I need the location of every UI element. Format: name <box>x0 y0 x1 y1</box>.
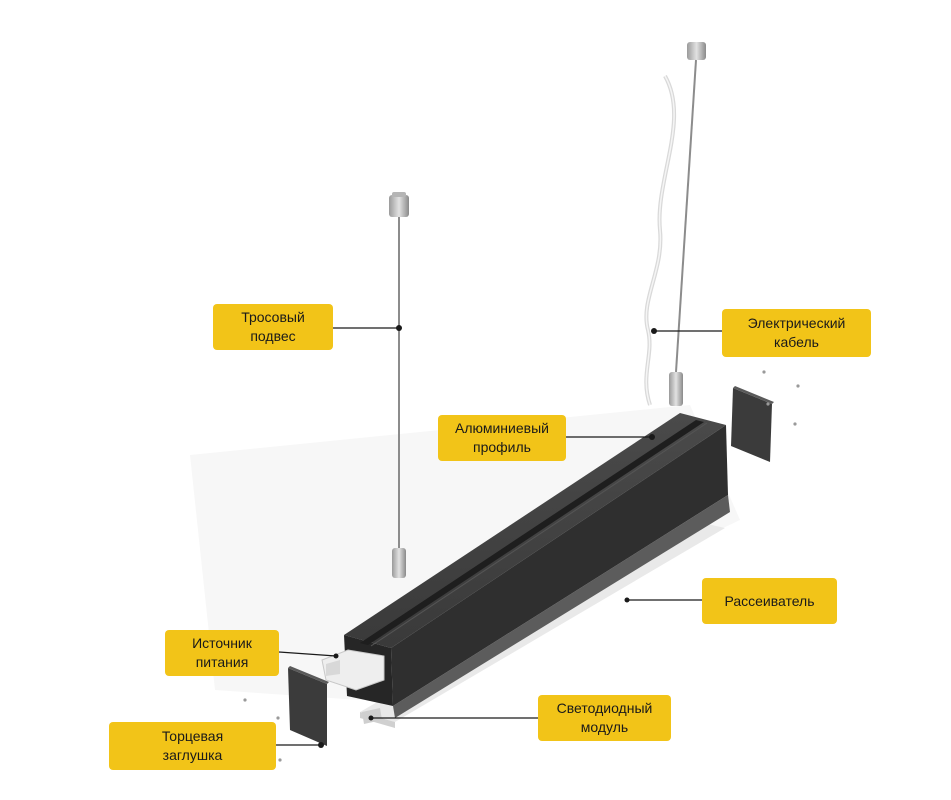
aluminum-profile-part <box>344 413 730 718</box>
callout-diffuser-text: Рассеиватель <box>724 592 815 609</box>
leader-power-supply <box>278 651 337 657</box>
callout-end-cap-text: Торцевая заглушка <box>161 728 224 763</box>
callout-end-cap: Торцевая заглушка <box>109 722 276 770</box>
callout-power-supply: Источник питания <box>165 630 279 676</box>
electric-cable <box>644 75 677 406</box>
right-end-cap <box>731 370 800 462</box>
callout-cable-suspension: Тросовый подвес <box>213 304 333 350</box>
left-suspension <box>389 192 409 578</box>
power-supply-part <box>321 649 385 691</box>
right-suspension <box>669 42 706 406</box>
callout-led-module-text: Светодиодный модуль <box>556 700 653 735</box>
left-end-cap <box>243 666 329 762</box>
callout-power-supply-text: Источник питания <box>192 635 252 670</box>
callout-electric-cable-text: Электрический кабель <box>747 315 846 350</box>
callout-electric-cable: Электрический кабель <box>722 309 871 357</box>
leader-lines <box>276 327 722 746</box>
callout-cable-suspension-text: Тросовый подвес <box>241 309 305 344</box>
callout-aluminum-profile-text: Алюминиевый профиль <box>455 420 549 455</box>
callout-aluminum-profile: Алюминиевый профиль <box>438 415 566 461</box>
callout-diffuser: Рассеиватель <box>702 578 837 624</box>
callout-led-module: Светодиодный модуль <box>538 695 671 741</box>
